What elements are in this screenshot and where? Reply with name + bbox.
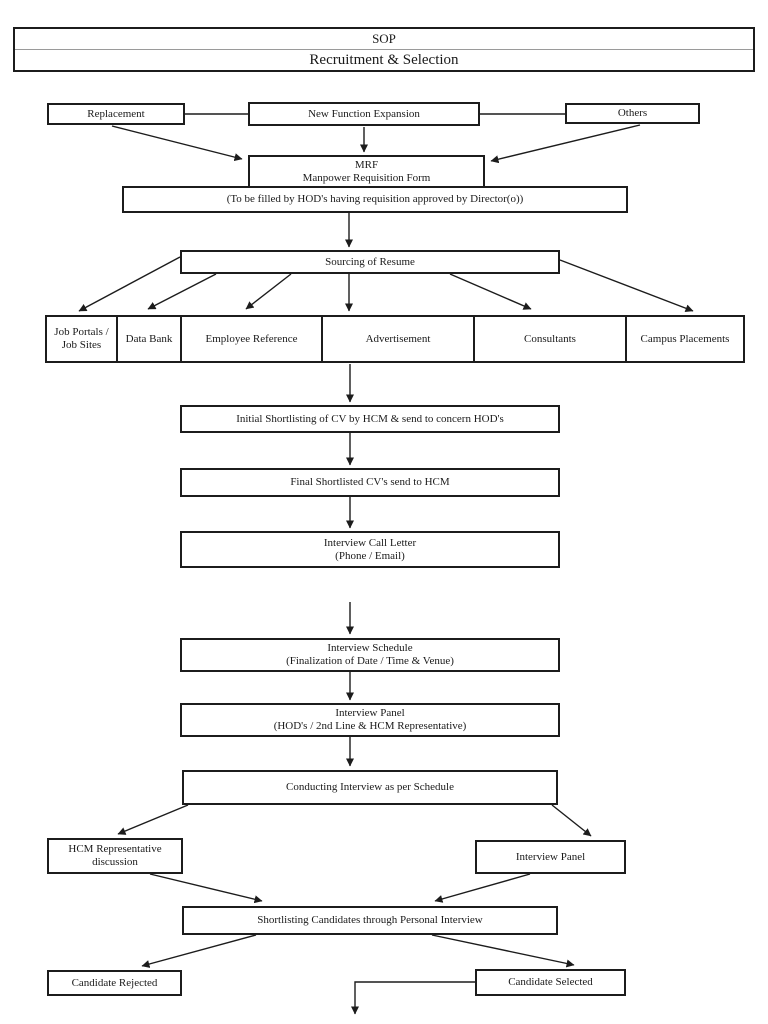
node-campus-placements: Campus Placements — [625, 315, 745, 363]
node-hcm-discussion-line1: HCM Representative — [68, 843, 162, 856]
page-title: SOP — [372, 31, 396, 46]
node-shortlisting-candidates: Shortlisting Candidates through Personal… — [182, 906, 558, 935]
node-interview-call-letter-line1: Interview Call Letter — [323, 536, 417, 549]
page-subtitle: Recruitment & Selection — [15, 49, 753, 70]
node-interview-panel-small: Interview Panel — [475, 840, 626, 874]
node-new-function-expansion-label: New Function Expansion — [308, 107, 420, 120]
node-conducting-interview-label: Conducting Interview as per Schedule — [285, 781, 454, 794]
node-mrf-line1: MRF — [354, 158, 379, 171]
node-mrf-line2: Manpower Requisition Form — [302, 171, 431, 184]
node-final-shortlisted: Final Shortlisted CV's send to HCM — [180, 468, 560, 497]
node-new-function-expansion: New Function Expansion — [248, 102, 480, 126]
node-mrf: MRF Manpower Requisition Form — [248, 155, 485, 188]
node-consultants-label: Consultants — [524, 332, 576, 345]
node-job-portals-label: Job Portals / Job Sites — [54, 326, 109, 351]
node-candidate-rejected: Candidate Rejected — [47, 970, 182, 996]
node-replacement-label: Replacement — [87, 107, 145, 120]
node-advertisement-label: Advertisement — [365, 332, 431, 345]
node-data-bank-label: Data Bank — [125, 332, 173, 345]
node-employee-reference: Employee Reference — [180, 315, 323, 363]
node-data-bank: Data Bank — [116, 315, 182, 363]
node-final-shortlisted-label: Final Shortlisted CV's send to HCM — [290, 476, 450, 489]
node-candidate-selected-label: Candidate Selected — [508, 976, 593, 989]
node-interview-panel-line1: Interview Panel — [335, 707, 405, 720]
node-replacement: Replacement — [47, 103, 185, 125]
node-mrf-note-label: (To be filled by HOD's having requisitio… — [226, 193, 524, 206]
node-sourcing-of-resume: Sourcing of Resume — [180, 250, 560, 274]
node-hcm-discussion-line2: discussion — [92, 856, 138, 868]
node-consultants: Consultants — [473, 315, 627, 363]
node-campus-placements-label: Campus Placements — [640, 332, 730, 345]
node-interview-call-letter: Interview Call Letter (Phone / Email) — [180, 531, 560, 568]
node-initial-shortlisting: Initial Shortlisting of CV by HCM & send… — [180, 405, 560, 433]
node-job-portals: Job Portals / Job Sites — [45, 315, 118, 363]
title-block: SOP Recruitment & Selection — [13, 27, 755, 72]
node-others: Others — [565, 103, 700, 124]
node-interview-panel-small-label: Interview Panel — [515, 850, 586, 863]
node-candidate-rejected-label: Candidate Rejected — [71, 976, 158, 989]
node-advertisement: Advertisement — [321, 315, 475, 363]
node-employee-reference-label: Employee Reference — [205, 332, 298, 345]
node-others-label: Others — [617, 107, 648, 120]
node-candidate-selected: Candidate Selected — [475, 969, 626, 996]
node-mrf-note: (To be filled by HOD's having requisitio… — [122, 186, 628, 213]
node-interview-schedule: Interview Schedule (Finalization of Date… — [180, 638, 560, 672]
node-interview-panel-line2: (HOD's / 2nd Line & HCM Representative) — [273, 720, 467, 732]
node-interview-call-letter-line2: (Phone / Email) — [335, 549, 405, 562]
node-hcm-representative-discussion: HCM Representative discussion — [47, 838, 183, 874]
node-initial-shortlisting-label: Initial Shortlisting of CV by HCM & send… — [236, 412, 504, 425]
node-interview-schedule-line2: (Finalization of Date / Time & Venue) — [286, 655, 454, 667]
node-sourcing-of-resume-label: Sourcing of Resume — [325, 255, 415, 268]
node-conducting-interview: Conducting Interview as per Schedule — [182, 770, 558, 805]
node-interview-panel: Interview Panel (HOD's / 2nd Line & HCM … — [180, 703, 560, 737]
node-interview-schedule-line1: Interview Schedule — [327, 642, 413, 655]
node-shortlisting-candidates-label: Shortlisting Candidates through Personal… — [257, 914, 483, 927]
